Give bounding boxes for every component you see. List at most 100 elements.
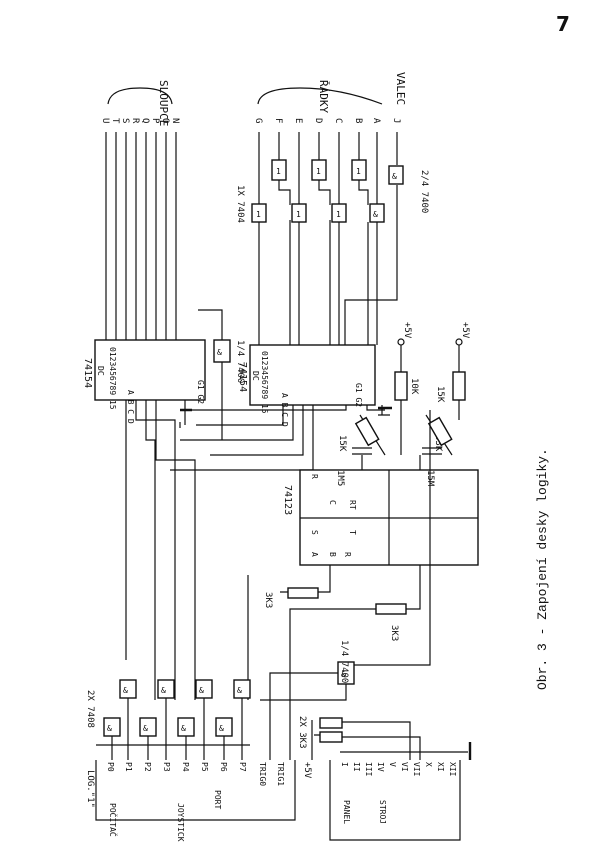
panel-pin: II: [352, 762, 361, 772]
chip-pins: 0123456789 15: [108, 347, 117, 410]
row-letter: D: [313, 118, 323, 123]
column-letter: U: [100, 118, 110, 123]
supply-label: +5V: [460, 322, 470, 339]
inverter-gate-e: [291, 203, 307, 223]
and-symbol: &: [181, 724, 186, 733]
resistor-label: 3K3: [263, 592, 273, 608]
nand-low-label: 1/4 7400: [339, 640, 349, 683]
and-symbol: &: [107, 724, 112, 733]
inverter-gate-d: [311, 159, 327, 181]
valec-letter: J: [391, 118, 401, 123]
nand-top-label: 2/4 7400: [419, 170, 429, 213]
chip-g: G1 G2: [196, 380, 205, 404]
and-gates-7408: & & & & & & & & 2X 7408: [85, 679, 251, 760]
nand-gate-a: [369, 203, 385, 223]
row-letter: E: [293, 118, 303, 123]
inverter-gate-b: [351, 159, 367, 181]
brace-sloupce: [107, 87, 173, 105]
inverter-symbol: 1: [336, 210, 341, 219]
group-label-sloupce: SLOUPCE: [157, 80, 170, 126]
joystick-port: LOG."1" P0 P1 P2 P3 P4 P5 P6 P7 TRIG0 TR…: [85, 760, 296, 842]
inverters-label: 1X 7404: [235, 185, 245, 223]
port-pin: P0: [106, 762, 115, 772]
nand-mid-label: 1/4 7400: [235, 340, 245, 383]
and-gates-label: 2X 7408: [85, 690, 95, 728]
resistor-label: 15K: [435, 386, 445, 403]
chip-name: 74154: [237, 362, 248, 392]
nand-symbol: &: [392, 172, 397, 181]
supply-label: +5V: [302, 762, 312, 779]
row-letter: A: [371, 118, 381, 124]
port-pin: P4: [181, 762, 190, 772]
port-pin: P6: [219, 762, 228, 772]
chip-dc: DC: [251, 371, 260, 381]
column-letter: P: [150, 118, 160, 124]
group-label-valec: VALEC: [394, 72, 407, 105]
chip-g: G1 G2: [354, 383, 363, 407]
column-letter: R: [130, 118, 140, 124]
row-letter: B: [353, 118, 363, 123]
monostable-74123: 74123 R C RT S T A B R: [282, 469, 479, 566]
row-outputs: G F E D C B A J: [253, 118, 401, 345]
port-sub2: PORT: [213, 790, 222, 809]
inverter-symbol: 1: [296, 210, 301, 219]
chip-label: A: [310, 552, 319, 557]
demux-74154-columns: 74154 0123456789 15 DC A B C D G1 G2: [82, 339, 206, 424]
panel-pin: XI: [436, 762, 445, 772]
chip-label: R: [310, 474, 319, 479]
brace-radky: [257, 87, 383, 105]
row-letter: C: [333, 118, 343, 123]
chip-label: C: [328, 500, 337, 505]
port-title: POČÍTAČ: [108, 803, 119, 837]
port-pin: P7: [238, 762, 247, 772]
chip-label: RT: [348, 500, 357, 510]
chip-label: S: [310, 530, 319, 535]
chip-label: B: [328, 552, 337, 557]
port-sub1: JOYSTICK: [176, 803, 185, 842]
inverter-symbol: 1: [256, 210, 261, 219]
panel-pin: IV: [376, 762, 385, 772]
row-letter: G: [253, 118, 263, 123]
port-pin: P1: [124, 762, 133, 772]
log1-label: LOG."1": [85, 770, 95, 808]
and-symbol: &: [237, 686, 242, 695]
resistor-label: 15K: [337, 435, 347, 452]
page-number: 7: [556, 12, 570, 36]
chip-pins: 0123456789 15: [260, 351, 269, 414]
chip-label: T: [348, 530, 357, 535]
port-pin: TRIG0: [258, 762, 267, 786]
panel-connector: I II III IV V VI VII X XI XII PANEL STRO…: [329, 742, 472, 841]
panel-pin: VII: [412, 762, 421, 777]
panel-pin: V: [388, 762, 397, 767]
row-letter: F: [273, 118, 283, 123]
group-label-radky: ŘÁDKY: [317, 80, 330, 113]
inverter-gate-f: [271, 159, 287, 181]
panel-sub: STROJ: [378, 800, 387, 824]
chip-name: 74123: [282, 485, 293, 515]
panel-pin: I: [340, 762, 349, 767]
nand-symbol: &: [217, 348, 222, 357]
column-letter: T: [110, 118, 120, 124]
panel-pin: VI: [400, 762, 409, 772]
ground-symbol: [180, 406, 392, 412]
and-symbol: &: [143, 724, 148, 733]
chip-abcd: A B C D: [126, 390, 135, 424]
inverter-symbol: 1: [276, 167, 281, 176]
chip-dc: DC: [96, 366, 105, 376]
nand-symbol: &: [373, 210, 378, 219]
panel-pin: X: [424, 762, 433, 767]
port-pin: P3: [162, 762, 171, 772]
and-symbol: &: [161, 686, 166, 695]
inverter-symbol: 1: [316, 167, 321, 176]
chip-name: 74154: [82, 358, 93, 388]
panel-title: PANEL: [342, 800, 351, 824]
nand-symbol: &: [341, 670, 346, 679]
column-letter: N: [170, 118, 180, 123]
column-letter: Q: [140, 118, 150, 123]
port-pin: TRIG1: [276, 762, 285, 786]
inverter-gate-g: [251, 203, 267, 223]
and-symbol: &: [123, 686, 128, 695]
inverter-symbol: 1: [356, 167, 361, 176]
panel-pin: III: [364, 762, 373, 777]
